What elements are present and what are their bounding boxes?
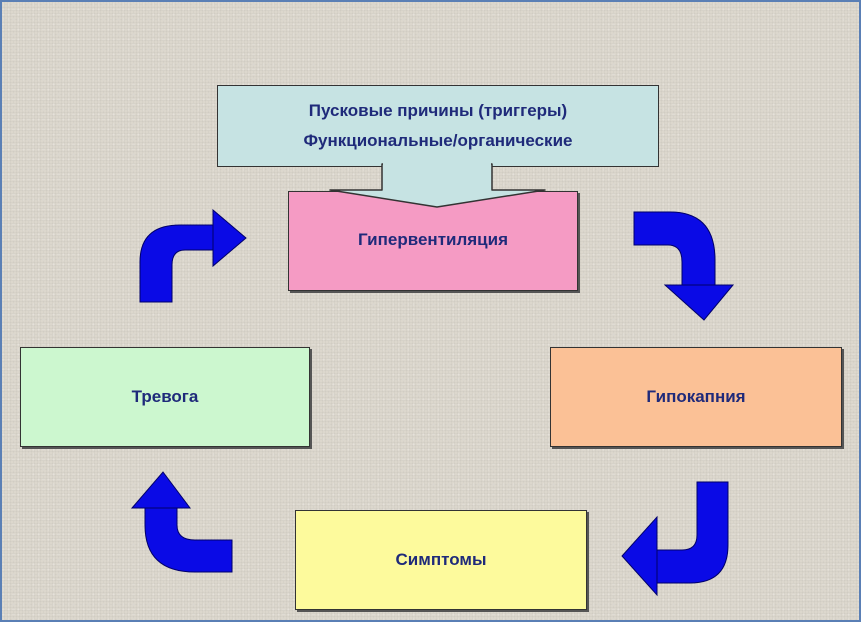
trigger-box: Пусковые причины (триггеры) Функциональн… bbox=[217, 85, 659, 167]
curved-arrow-hyperventilation-to-hypocapnia bbox=[633, 211, 735, 321]
node-anxiety-label: Тревога bbox=[131, 387, 199, 406]
node-symptoms-label: Симптомы bbox=[395, 550, 487, 569]
node-hyperventilation: Гипервентиляция bbox=[288, 191, 578, 291]
node-anxiety: Тревога bbox=[20, 347, 310, 447]
curved-arrow-hypocapnia-to-symptoms bbox=[621, 481, 729, 597]
node-hypocapnia: Гипокапния bbox=[550, 347, 842, 447]
curved-arrow-anxiety-to-hyperventilation bbox=[139, 208, 247, 303]
trigger-arrow-joint bbox=[383, 160, 491, 168]
trigger-line-1: Пусковые причины (триггеры) bbox=[308, 101, 568, 120]
node-symptoms: Симптомы bbox=[295, 510, 587, 610]
node-hypocapnia-label: Гипокапния bbox=[646, 387, 746, 406]
curved-arrow-symptoms-to-anxiety bbox=[130, 471, 233, 573]
trigger-down-arrow bbox=[329, 163, 546, 208]
trigger-line-2: Функциональные/органические bbox=[303, 131, 573, 150]
node-hyperventilation-label: Гипервентиляция bbox=[357, 230, 509, 249]
